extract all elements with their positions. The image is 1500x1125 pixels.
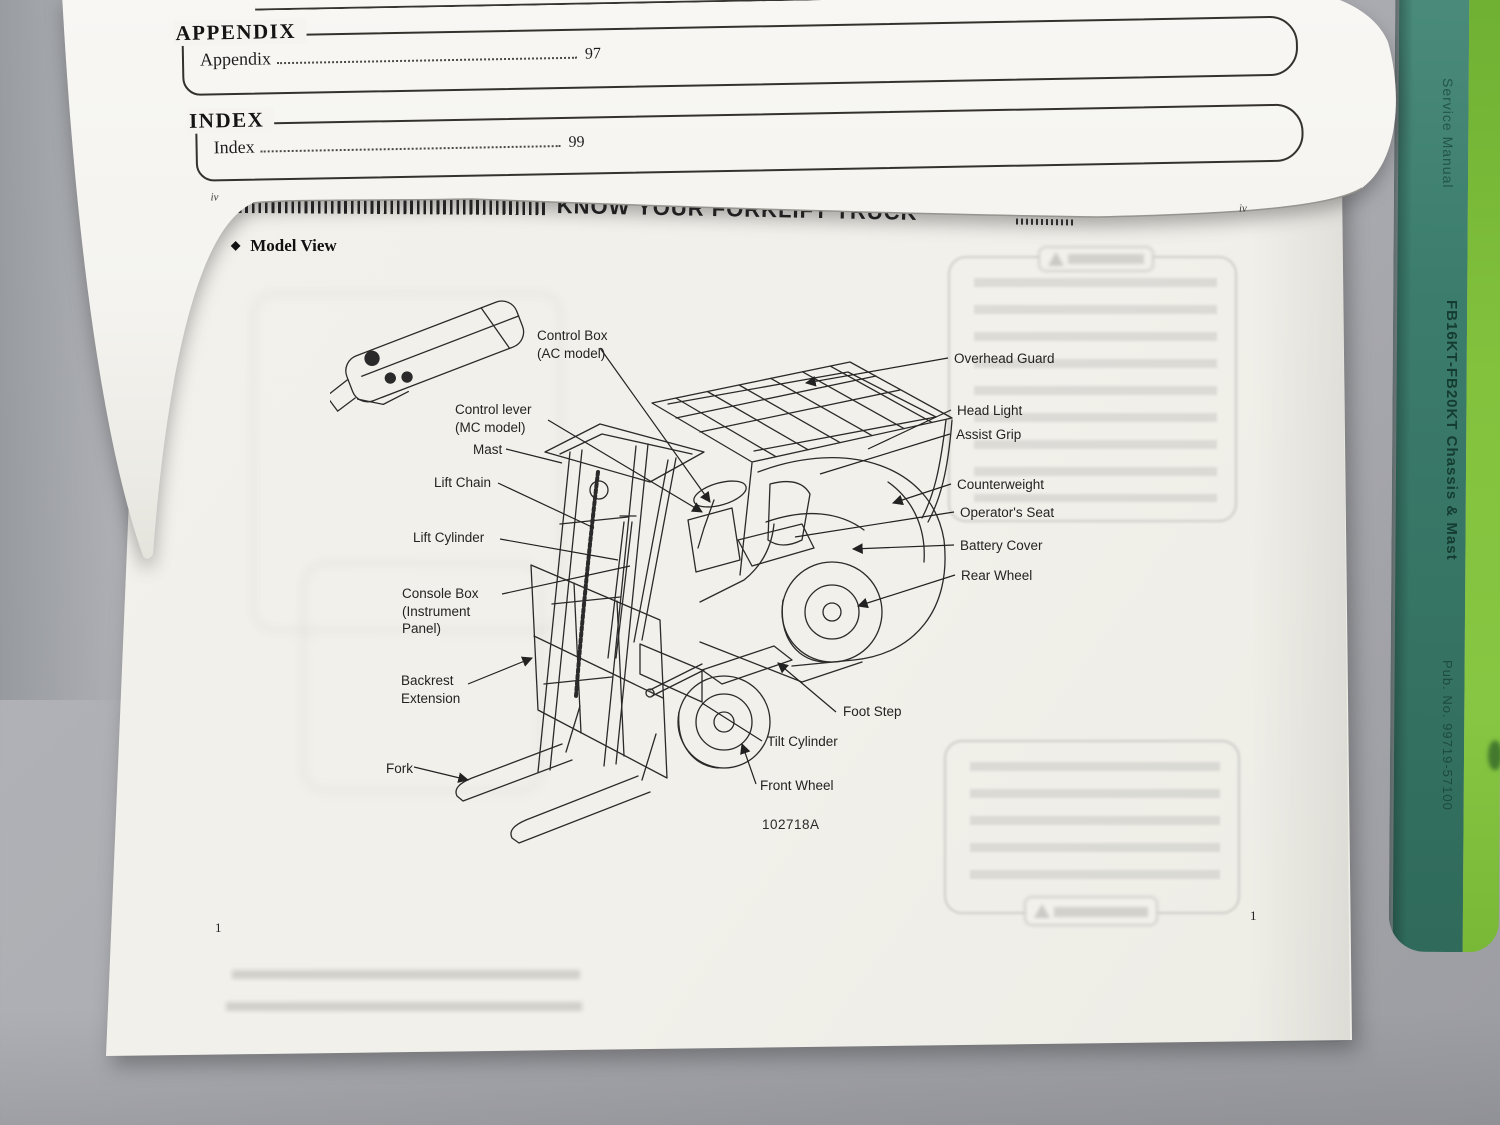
toc-section-appendix: APPENDIX Appendix 97 [173,15,1299,96]
bleed-through-caution-box-bottom [944,740,1240,926]
label-fork: Fork [386,761,413,776]
label-rear-wheel: Rear Wheel [961,568,1033,583]
bleed-through-text-line [232,970,580,979]
toc-page-number-curl: iv [1238,202,1247,215]
spine-text-pub-number: Pub. No. 99719-57100 [1440,660,1455,811]
toc-remnant-line [254,0,1299,11]
toc-entry-label: Index [213,136,255,158]
label-foot-step: Foot Step [843,704,902,719]
toc-page-number: iv [210,191,219,204]
toc-heading-appendix: APPENDIX [173,18,307,47]
spine-text-service-manual: Service Manual [1440,78,1456,189]
toc-entry-index: Index 99 [197,105,1301,158]
page-number-right: 1 [1250,908,1257,923]
flipped-page-content: APPENDIX Appendix 97 INDEX Index 99 iv i… [173,0,1305,215]
bleed-through-shape [300,560,544,794]
dotted-leader [260,144,561,153]
label-tilt-cylinder: Tilt Cylinder [767,734,838,749]
dotted-leader [277,55,578,65]
bleed-through-text-line [226,1002,582,1011]
spine-text-model: FB16KT-FB20KT Chassis & Mast [1443,300,1460,561]
figure-number: 102718A [762,817,820,832]
page-number-left: 1 [215,920,222,935]
label-front-wheel: Front Wheel [760,778,834,793]
toc-section-index: INDEX Index 99 [186,103,1305,182]
toc-entry-label: Appendix [199,48,272,70]
toc-entry-page: 99 [568,133,585,151]
toc-entry-appendix: Appendix 97 [184,18,1296,71]
toc-entry-page: 97 [584,45,602,63]
toc-heading-index: INDEX [186,107,275,134]
